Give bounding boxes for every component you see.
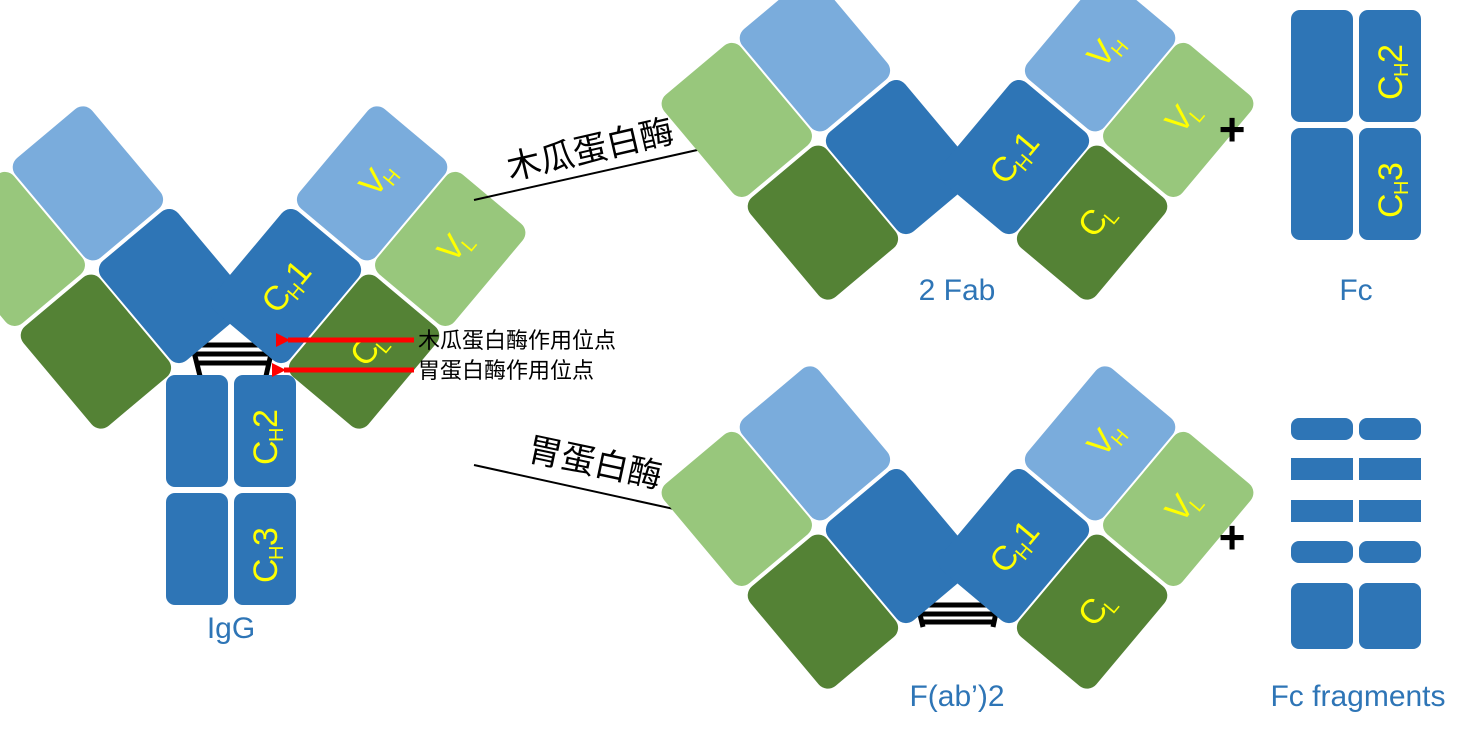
fab2-left-arm bbox=[656, 361, 982, 694]
fc-fragments bbox=[1291, 418, 1421, 649]
fab-fragment-right bbox=[933, 0, 1259, 305]
pepsin-pathway: 胃蛋白酶 F(ab’)2 + Fc fragments bbox=[473, 361, 1446, 713]
fab2-label: F(ab’)2 bbox=[909, 680, 1004, 713]
fc-fragment bbox=[1291, 10, 1421, 240]
cleavage-sites: 木瓜蛋白酶作用位点 胃蛋白酶作用位点 bbox=[272, 329, 616, 384]
pepsin-label: 胃蛋白酶 bbox=[524, 430, 665, 497]
igg-label: IgG bbox=[207, 612, 255, 645]
papain-pathway: 木瓜蛋白酶 2 Fab + Fc bbox=[473, 0, 1421, 307]
papain-site-label: 木瓜蛋白酶作用位点 bbox=[418, 329, 616, 354]
fab-label: 2 Fab bbox=[919, 274, 996, 307]
papain-label: 木瓜蛋白酶 bbox=[503, 112, 678, 189]
pepsin-site-label: 胃蛋白酶作用位点 bbox=[418, 359, 594, 384]
papain-arrow bbox=[473, 139, 734, 201]
fab-fragment-left bbox=[656, 0, 982, 305]
plus-sign-bottom: + bbox=[1219, 511, 1246, 563]
fc-label: Fc bbox=[1339, 274, 1372, 307]
fab2-right-arm bbox=[933, 361, 1259, 694]
plus-sign-top: + bbox=[1219, 103, 1246, 155]
igg-molecule: IgG bbox=[0, 101, 531, 645]
fc-fragments-label: Fc fragments bbox=[1270, 680, 1445, 713]
igg-fc bbox=[166, 375, 296, 605]
